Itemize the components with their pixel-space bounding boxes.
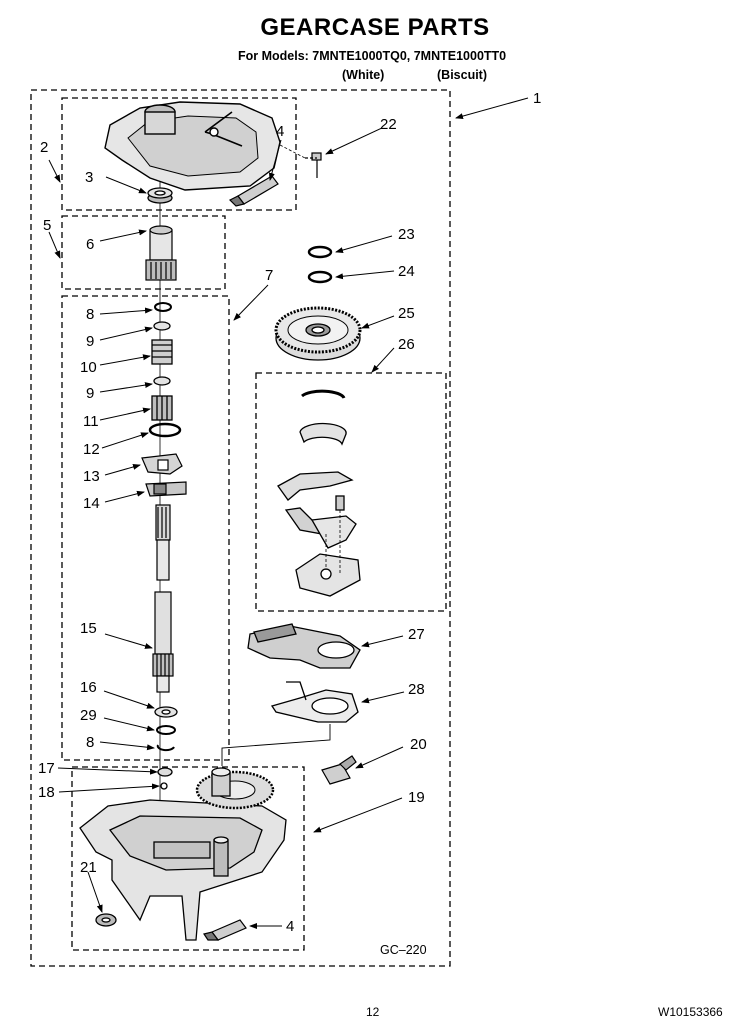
gearcase-cover (104, 101, 281, 191)
callout-23: 23 (398, 226, 415, 243)
callout-28: 28 (408, 681, 425, 698)
callout-18: 18 (38, 784, 55, 801)
shift-fork-27 (247, 623, 361, 669)
callout-25: 25 (398, 305, 415, 322)
model-numbers: For Models: 7MNTE1000TQ0, 7MNTE1000TT0 (238, 49, 507, 63)
diagram-code: GC–220 (380, 943, 427, 957)
group-box-7 (61, 295, 230, 761)
agitate-shaft (152, 504, 174, 693)
pinion-6 (145, 225, 177, 281)
variant-biscuit: (Biscuit) (437, 68, 487, 82)
ring-stack (148, 302, 182, 438)
plate-28 (270, 681, 359, 723)
callout-20: 20 (410, 736, 427, 753)
callout-4-top: 4 (276, 123, 284, 140)
callout-6: 6 (86, 236, 94, 253)
callout-5: 5 (43, 217, 51, 234)
callout-22: 22 (380, 116, 397, 133)
lower-rings (154, 706, 178, 790)
document-number: W10153366 (658, 1005, 723, 1019)
shifter-assembly-26 (277, 389, 361, 597)
callout-4-bottom: 4 (286, 918, 294, 935)
gearcase-base-19 (79, 767, 287, 941)
screw-22 (305, 152, 322, 178)
callout-27: 27 (408, 626, 425, 643)
variant-white: (White) (342, 68, 385, 82)
seal-3 (147, 187, 173, 204)
callout-24: 24 (398, 263, 415, 280)
callout-17: 17 (38, 760, 55, 777)
callout-16: 16 (80, 679, 97, 696)
group-box-26 (255, 372, 447, 612)
callout-26: 26 (398, 336, 415, 353)
callout-9-top: 9 (86, 333, 94, 350)
assembly-box-1 (30, 89, 451, 967)
callout-2: 2 (40, 139, 48, 156)
group-box-19 (71, 766, 305, 951)
group-box-2 (61, 97, 297, 211)
group-box-5 (61, 215, 226, 290)
callout-10: 10 (80, 359, 97, 376)
page-title: GEARCASE PARTS (260, 14, 490, 41)
page-number: 12 (366, 1005, 380, 1019)
bracket-20 (321, 755, 357, 785)
callout-8-bottom: 8 (86, 734, 94, 751)
callout-1: 1 (533, 90, 541, 107)
callout-29: 29 (80, 707, 97, 724)
grease-tube-top (228, 175, 279, 207)
callout-19: 19 (408, 789, 425, 806)
callout-14: 14 (83, 495, 100, 512)
grease-tube-bottom (203, 919, 247, 941)
callout-15: 15 (80, 620, 97, 637)
callout-7: 7 (265, 267, 273, 284)
callout-13: 13 (83, 468, 100, 485)
callout-12: 12 (83, 441, 100, 458)
callout-11: 11 (83, 413, 99, 430)
callout-8-top: 8 (86, 306, 94, 323)
callout-3: 3 (85, 169, 93, 186)
callout-21: 21 (80, 859, 97, 876)
callout-9-bottom: 9 (86, 385, 94, 402)
rings-23-24 (307, 245, 333, 284)
clutch-parts (141, 453, 187, 497)
drive-gear-25 (274, 306, 362, 361)
